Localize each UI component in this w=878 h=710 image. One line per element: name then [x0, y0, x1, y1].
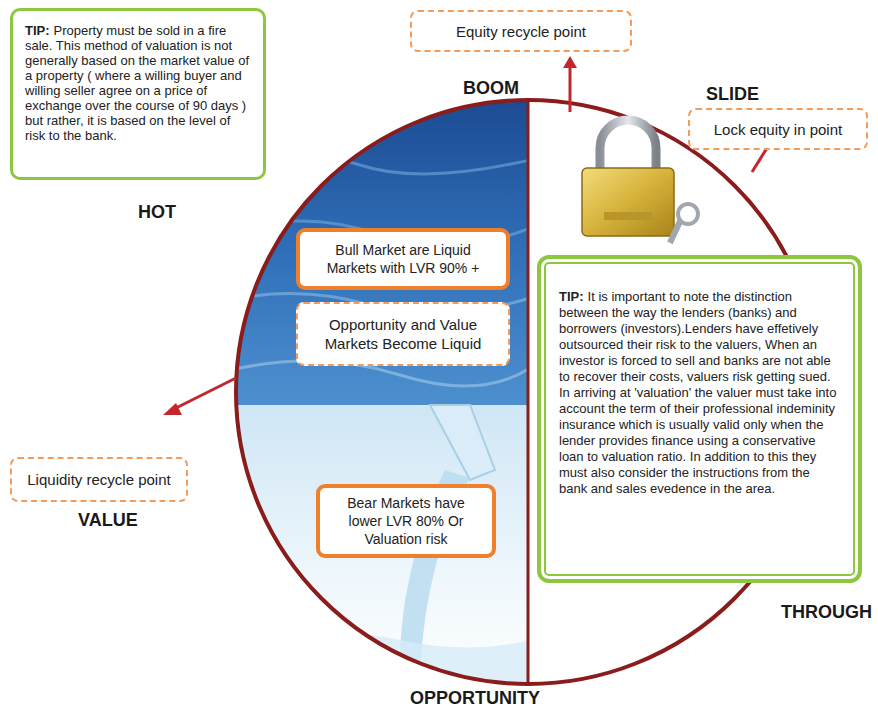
- text-wrap: Equity recycle point: [456, 22, 586, 41]
- text-wrap: TIP:Property must be sold in a fire sale…: [25, 23, 251, 143]
- box-text: It is important to note the distinction …: [559, 289, 836, 496]
- phase-label: BOOM: [463, 78, 519, 99]
- tip-box: TIP:It is important to note the distinct…: [537, 255, 862, 583]
- text-wrap: Bull Market are Liquid Markets with LVR …: [310, 241, 496, 277]
- tip-box: TIP:Property must be sold in a fire sale…: [10, 8, 266, 180]
- phase-label: OPPORTUNITY: [410, 688, 540, 709]
- text-wrap: Lock equity in point: [714, 120, 842, 139]
- text-wrap: Liquidity recycle point: [27, 470, 170, 489]
- box-text: Lock equity in point: [714, 121, 842, 138]
- box-text: Bear Markets have lower LVR 80% Or Valua…: [347, 495, 465, 547]
- tip-heading: TIP:: [559, 289, 584, 304]
- market-box: Bull Market are Liquid Markets with LVR …: [296, 228, 510, 290]
- market-box: Bear Markets have lower LVR 80% Or Valua…: [316, 484, 496, 558]
- box-text: Opportunity and Value Markets Become Liq…: [325, 316, 482, 352]
- phase-label: HOT: [138, 202, 176, 223]
- tip-heading: TIP:: [25, 23, 50, 38]
- cycle-divider: [527, 100, 530, 684]
- phase-label: SLIDE: [706, 84, 759, 105]
- box-text: Property must be sold in a fire sale. Th…: [25, 23, 249, 143]
- box-text: Liquidity recycle point: [27, 471, 170, 488]
- padlock-icon: [582, 120, 698, 244]
- phase-label: VALUE: [78, 510, 138, 531]
- text-wrap: TIP:It is important to note the distinct…: [559, 289, 840, 497]
- point-box: Lock equity in point: [688, 108, 868, 150]
- point-box: Liquidity recycle point: [10, 457, 188, 502]
- water-photo: [230, 95, 530, 690]
- box-text: Bull Market are Liquid Markets with LVR …: [327, 242, 480, 276]
- phase-label: THROUGH: [781, 602, 872, 623]
- point-box: Equity recycle point: [410, 10, 632, 52]
- box-text: Equity recycle point: [456, 23, 586, 40]
- text-wrap: Opportunity and Value Markets Become Liq…: [308, 315, 498, 353]
- text-wrap: Bear Markets have lower LVR 80% Or Valua…: [330, 494, 482, 548]
- market-box: Opportunity and Value Markets Become Liq…: [296, 302, 510, 366]
